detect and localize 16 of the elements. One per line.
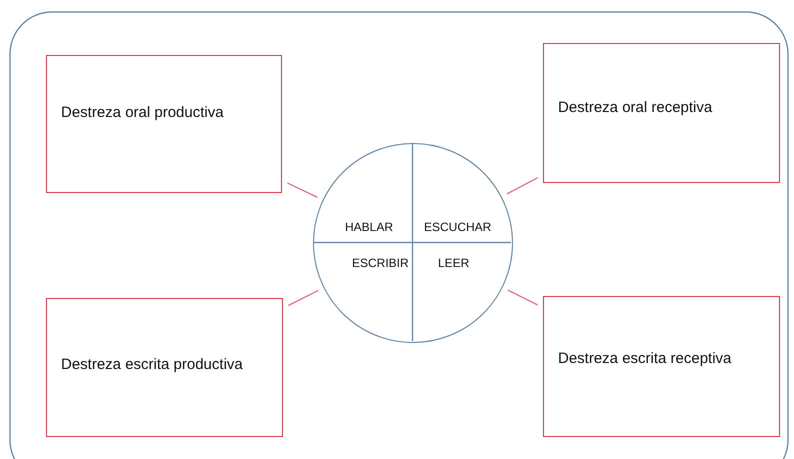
- skill-verb: ESCUCHAR: [424, 220, 492, 234]
- skill-verb: HABLAR: [345, 220, 394, 234]
- connector-line: [508, 290, 538, 306]
- connector-line: [506, 177, 538, 194]
- skill-box: [46, 55, 282, 193]
- skill-label: Destreza oral productiva: [61, 104, 224, 121]
- skill-verb: ESCRIBIR: [352, 256, 409, 270]
- connector-line: [288, 290, 318, 306]
- skill-box: [543, 296, 780, 437]
- connector-line: [287, 182, 318, 198]
- skill-label: Destreza escrita productiva: [61, 356, 243, 373]
- skill-verb: LEER: [438, 256, 470, 270]
- skill-label: Destreza escrita receptiva: [558, 350, 732, 367]
- skill-box: [46, 298, 283, 437]
- skill-box: [543, 43, 780, 183]
- skill-label: Destreza oral receptiva: [558, 99, 712, 116]
